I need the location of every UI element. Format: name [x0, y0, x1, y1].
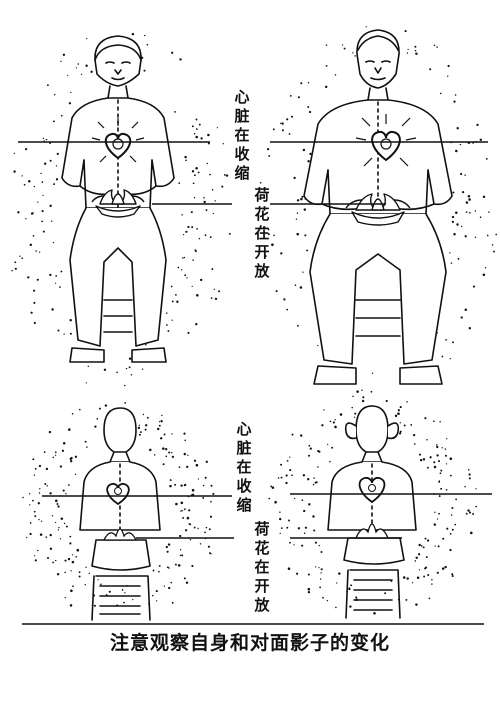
back-view-figure-right: [328, 406, 416, 618]
top-lotus-label: 荷花在开放: [252, 186, 272, 281]
heart-icon: [92, 118, 144, 162]
bottom-lotus-label: 荷花在开放: [252, 520, 272, 615]
top-heart-label: 心脏在收缩: [232, 88, 252, 183]
diagram-caption: 注意观察自身和对面影子的变化: [0, 628, 500, 655]
bottom-heart-label: 心脏在收缩: [234, 420, 254, 515]
back-view-figure-left: [80, 408, 160, 620]
heart-icon: [356, 114, 416, 166]
